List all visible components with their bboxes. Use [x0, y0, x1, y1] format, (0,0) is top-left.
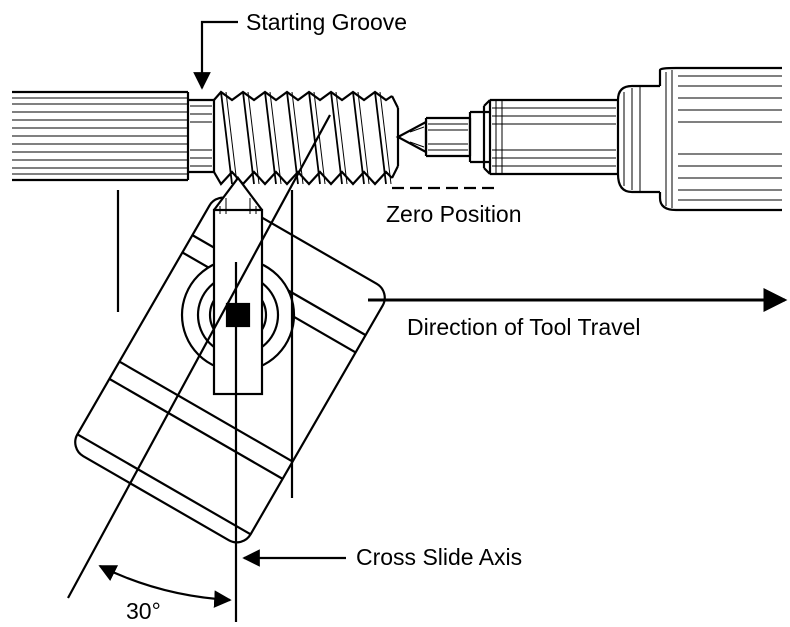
cross-slide-axis-label: Cross Slide Axis	[356, 544, 523, 570]
starting-groove	[188, 98, 214, 174]
cutting-tool	[212, 176, 264, 396]
tailstock-center	[395, 110, 490, 164]
zero-position-label: Zero Position	[386, 201, 522, 227]
angle-label: 30°	[126, 598, 161, 624]
starting-groove-leader	[193, 20, 238, 90]
workpiece-bar	[12, 90, 190, 182]
tailstock-quill	[482, 98, 618, 176]
threaded-section	[212, 90, 400, 186]
direction-of-tool-travel-label: Direction of Tool Travel	[407, 314, 641, 340]
starting-groove-label: Starting Groove	[246, 9, 408, 35]
tool-post-screw	[225, 302, 251, 328]
tailstock-body	[616, 66, 782, 212]
compound-axis-line	[67, 114, 331, 599]
angle-arc	[98, 565, 232, 608]
